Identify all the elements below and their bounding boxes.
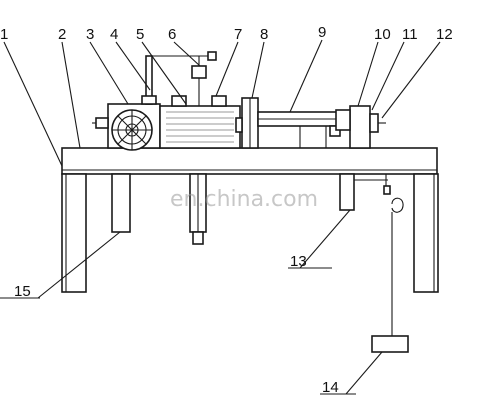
label-9: 9 — [318, 24, 326, 41]
label-11: 11 — [402, 26, 418, 43]
label-10: 10 — [374, 26, 391, 43]
label-2: 2 — [58, 26, 66, 43]
label-12: 12 — [436, 26, 453, 43]
center-post-tip — [192, 231, 204, 245]
weight-block — [371, 335, 409, 353]
watermark: en.china.com — [170, 187, 318, 212]
label-14: 14 — [322, 379, 339, 396]
label-4: 4 — [110, 26, 118, 43]
label-13: 13 — [290, 253, 307, 270]
label-3: 3 — [86, 26, 94, 43]
label-5: 5 — [136, 26, 144, 43]
label-15: 15 — [14, 283, 31, 300]
knob-left — [95, 117, 109, 129]
label-1: 1 — [0, 26, 8, 43]
label-8: 8 — [260, 26, 268, 43]
tail-knob — [369, 113, 379, 133]
label-6: 6 — [168, 26, 176, 43]
bracket — [339, 173, 355, 211]
leader-lines — [0, 39, 441, 395]
tailstock — [349, 105, 371, 149]
central-block — [159, 105, 241, 149]
top-weight — [191, 65, 207, 79]
support-block — [111, 173, 131, 233]
hook — [391, 197, 404, 213]
label-7: 7 — [234, 26, 242, 43]
